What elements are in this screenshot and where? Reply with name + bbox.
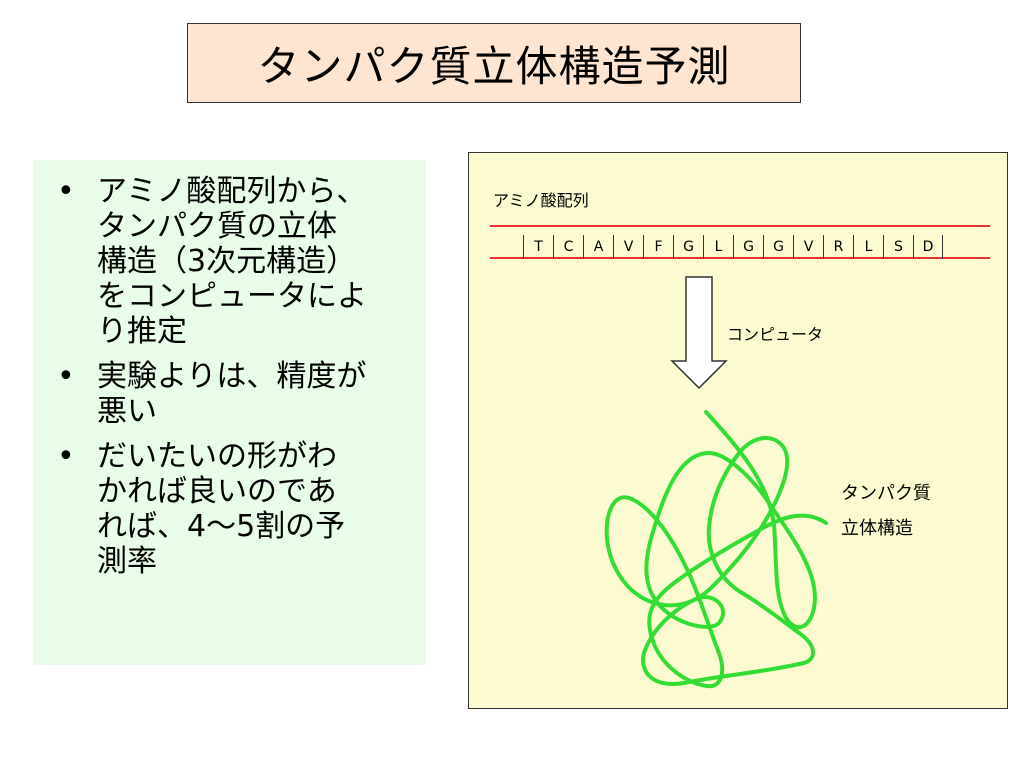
bullet-list: • アミノ酸配列から、 タンパク質の立体 構造（3次元構造） をコンピュータによ… — [49, 174, 416, 579]
sequence-residue: V — [793, 235, 823, 259]
bullet-line: 構造（3次元構造） — [97, 244, 357, 279]
sequence-row: T C A V F G L G G V R L S D — [490, 225, 990, 259]
bullet-dot-icon: • — [57, 174, 75, 209]
bullet-line: をコンピュータによ — [97, 279, 367, 314]
sequence-residue: G — [733, 235, 763, 259]
slide-title-box: タンパク質立体構造予測 — [187, 23, 801, 103]
sequence-residue: F — [643, 235, 673, 259]
sequence-residue: G — [673, 235, 703, 259]
sequence-residue: T — [523, 235, 553, 259]
bullet-item: • だいたいの形がわ かれば良いのであ れば、4～5割の予 測率 — [49, 439, 416, 579]
sequence-residue: V — [613, 235, 643, 259]
sequence-residue: R — [823, 235, 853, 259]
sequence-residue: L — [853, 235, 883, 259]
down-arrow-icon — [670, 276, 728, 390]
diagram-graphics — [604, 276, 828, 689]
protein-structure-icon — [604, 410, 828, 689]
bullet-dot-icon: • — [57, 359, 75, 394]
structure-label-line-2: 立体構造 — [841, 518, 913, 539]
sequence-residue: G — [763, 235, 793, 259]
sequence-residue: L — [703, 235, 733, 259]
bullet-item: • 実験よりは、精度が 悪い — [49, 359, 416, 429]
diagram-panel: アミノ酸配列 T C A V F G L G G V R L S D コンピュー… — [468, 152, 1008, 709]
bullet-line: 悪い — [97, 394, 157, 429]
bullet-line: 測率 — [97, 544, 157, 579]
sequence-bottom-line — [490, 257, 990, 259]
sequence-residue: A — [583, 235, 613, 259]
sequence-residue: C — [553, 235, 583, 259]
bullet-line: れば、4～5割の予 — [97, 509, 346, 544]
sequence-residue: S — [883, 235, 913, 259]
bullet-item: • アミノ酸配列から、 タンパク質の立体 構造（3次元構造） をコンピュータによ… — [49, 174, 416, 349]
sequence-residue: D — [913, 235, 943, 259]
sequence-top-line — [490, 225, 990, 227]
bullet-line: かれば良いのであ — [97, 474, 337, 509]
bullet-line: だいたいの形がわ — [97, 439, 337, 474]
bullet-panel: • アミノ酸配列から、 タンパク質の立体 構造（3次元構造） をコンピュータによ… — [33, 160, 426, 665]
bullet-line: 実験よりは、精度が — [97, 359, 367, 394]
bullet-line: タンパク質の立体 — [97, 209, 337, 244]
bullet-line: り推定 — [97, 314, 187, 349]
sequence-label: アミノ酸配列 — [493, 191, 589, 210]
bullet-line: アミノ酸配列から、 — [97, 174, 367, 209]
computer-label: コンピュータ — [727, 325, 824, 344]
bullet-dot-icon: • — [57, 439, 75, 474]
slide-title: タンパク質立体構造予測 — [257, 41, 731, 91]
structure-label-line-1: タンパク質 — [841, 483, 931, 504]
